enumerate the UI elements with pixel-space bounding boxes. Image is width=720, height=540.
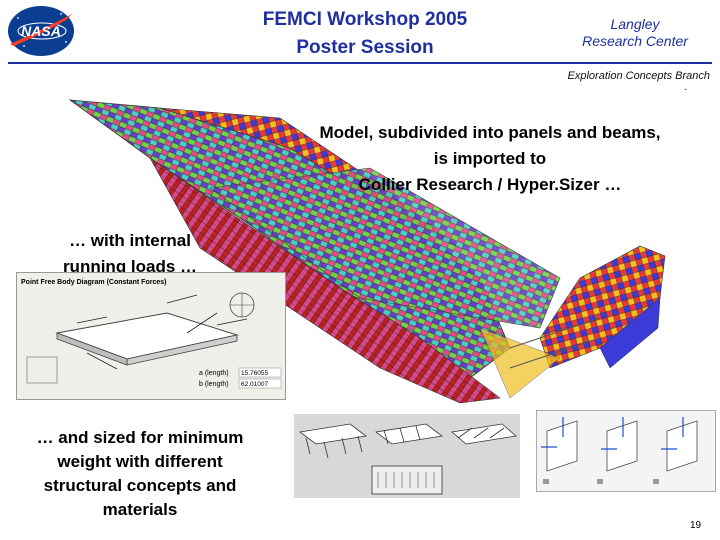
model-line-2: is imported to [433,149,547,168]
free-body-diagram-image: Point Free Body Diagram (Constant Forces… [16,272,286,400]
sized-line-1: … and sized for minimum [36,428,244,447]
page-number: 19 [690,520,702,531]
sized-line-4: materials [102,500,178,519]
sizing-description: … and sized for minimum weight with diff… [20,426,260,522]
sized-line-2: weight with different [57,452,223,471]
branch-name: Exploration Concepts Branch [567,70,710,82]
sized-line-3: structural concepts and [43,476,237,495]
loads-line-1: … with internal [69,231,191,250]
model-line-1: Model, subdivided into panels and beams, [319,123,661,142]
fbd-dim-a: a (length) [199,370,229,377]
branch-mark: - [684,84,687,94]
loads-line-2: running loads … [62,257,198,276]
structural-concepts-drawing [299,423,517,495]
model-line-3: Collier Research / Hyper.Sizer … [358,175,622,194]
center-line-2: Research Center [582,33,688,49]
fbd-title: Point Free Body Diagram (Constant Forces… [21,279,166,286]
slide-title: FEMCI Workshop 2005 Poster Session [200,6,530,62]
title-line-1: FEMCI Workshop 2005 [262,9,468,30]
fbd-dim-b: b (length) [199,381,229,388]
fbd-val-b: 62.01007 [241,381,268,388]
model-description: Model, subdivided into panels and beams,… [270,120,710,198]
panel-loads-image [536,410,716,492]
svg-text:NASA: NASA [21,23,61,39]
loads-description: … with internal running loads … [30,228,230,280]
nasa-logo-icon: NASA [8,6,74,56]
fbd-val-a: 15.76055 [241,370,268,377]
panel-loads-drawing [541,417,698,484]
aircraft-fem-model-image [68,99,666,404]
header-divider [8,62,712,64]
center-name: Langley Research Center [560,16,710,50]
free-body-diagram-drawing: Point Free Body Diagram (Constant Forces… [21,279,282,389]
structural-concepts-image [294,414,520,498]
center-line-1: Langley [610,16,660,32]
title-line-2: Poster Session [296,37,434,58]
